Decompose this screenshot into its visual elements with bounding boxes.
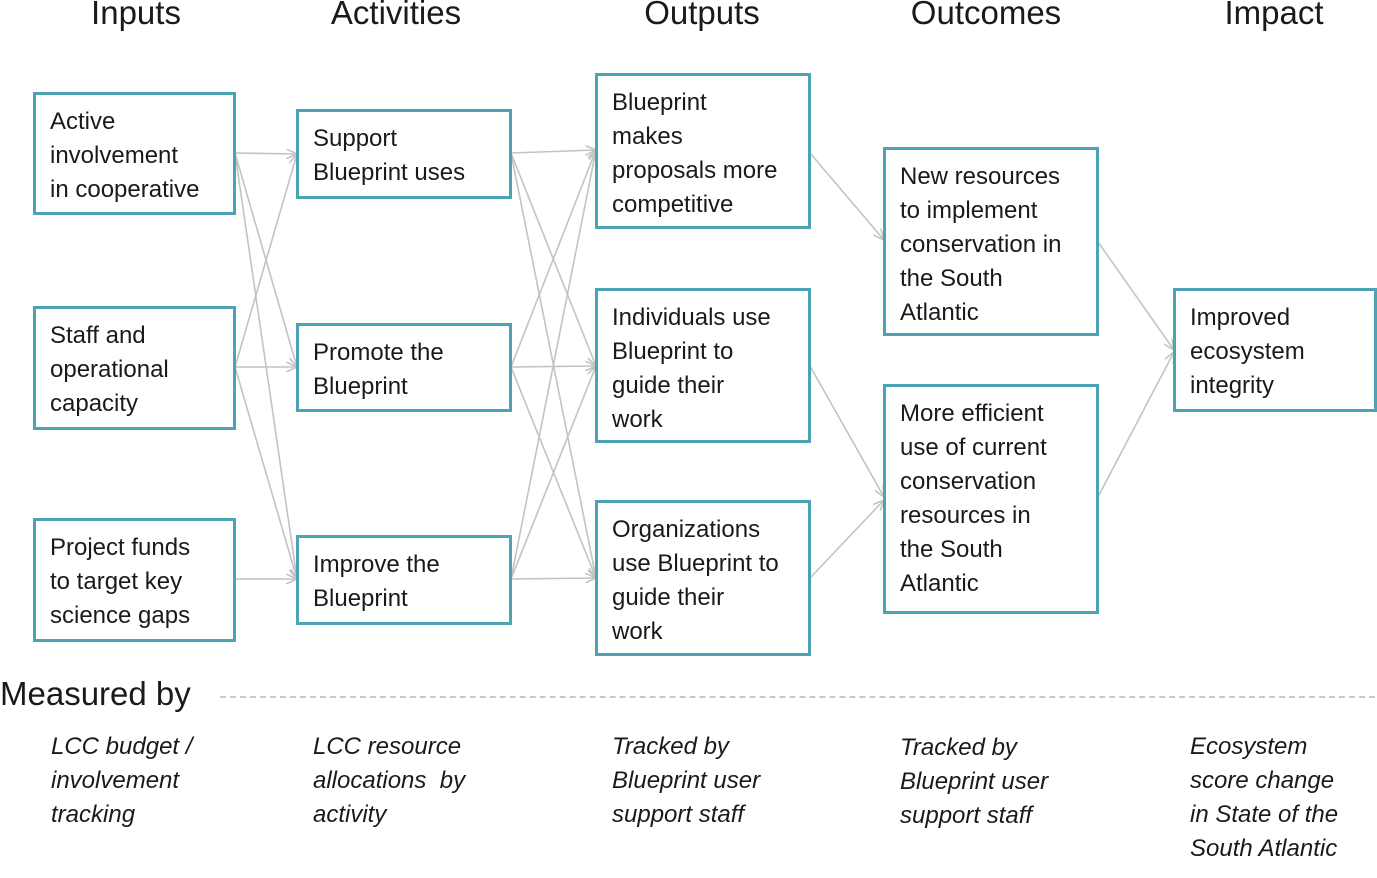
arrow-improve-organizations (510, 578, 596, 579)
inputs-header: Inputs (91, 0, 181, 31)
activities-header: Activities (330, 0, 462, 31)
measured-by-divider (220, 696, 1375, 698)
arrow-organizations-efficient (809, 500, 884, 579)
arrow-proposals-newresources (809, 152, 884, 240)
arrow-promote-proposals (510, 150, 596, 368)
outputs-header: Outputs (644, 0, 760, 31)
measured-by-title: Measured by (0, 675, 191, 712)
arrow-active-improve (234, 152, 297, 579)
arrow-staff-improve (234, 366, 297, 579)
impact-header: Impact (1224, 0, 1324, 31)
arrow-active-support (234, 153, 297, 154)
arrow-improve-proposals (510, 150, 596, 580)
arrow-support-proposals (510, 150, 596, 153)
arrow-individuals-efficient (809, 365, 884, 497)
arrow-newresources-impact (1097, 241, 1174, 350)
arrow-improve-individuals (510, 366, 596, 580)
arrow-staff-support (234, 154, 297, 368)
arrow-efficient-impact (1097, 352, 1174, 498)
outcomes-header: Outcomes (910, 0, 1062, 31)
